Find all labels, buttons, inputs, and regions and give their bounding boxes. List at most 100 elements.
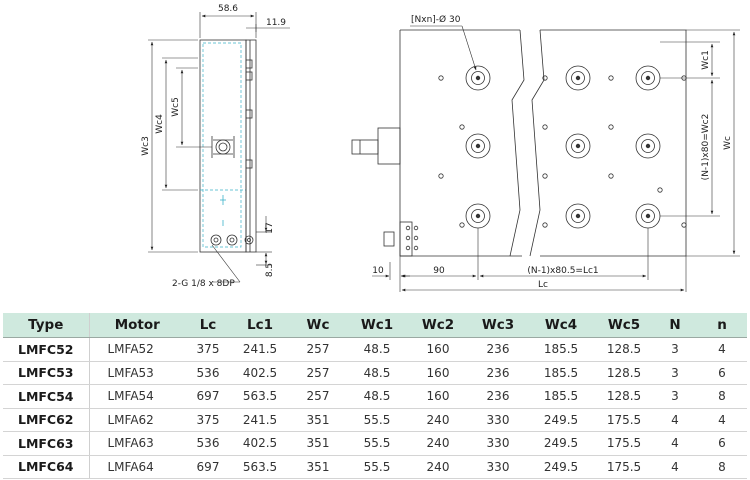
column-header-n: N (653, 313, 697, 338)
value-cell: 240 (407, 455, 469, 479)
hole-r3-c3 (635, 203, 661, 229)
column-header-wc1: Wc1 (347, 313, 407, 338)
side-plate (245, 39, 257, 253)
port-1 (210, 234, 222, 246)
value-cell: 330 (469, 408, 527, 432)
type-cell: LMFC64 (3, 455, 89, 479)
label-wc3: Wc3 (141, 136, 151, 156)
label-wc: Wc (723, 136, 733, 150)
value-cell: 55.5 (347, 455, 407, 479)
column-header-wc: Wc (289, 313, 347, 338)
value-cell: 563.5 (231, 384, 289, 409)
column-header-wc4: Wc4 (527, 313, 595, 338)
value-cell: 257 (289, 337, 347, 362)
value-cell: 6 (697, 361, 747, 385)
value-cell: 536 (185, 431, 231, 456)
value-cell: 185.5 (527, 384, 595, 409)
top-plate-outline (400, 29, 687, 257)
motor-cell: LMFA53 (88, 361, 185, 385)
value-cell: 330 (469, 455, 527, 479)
value-cell: 257 (289, 361, 347, 385)
type-cell: LMFC53 (3, 361, 89, 385)
dim-8-5: 8.5 (265, 263, 275, 277)
hole-r1-c3 (635, 65, 661, 91)
type-cell: LMFC63 (3, 431, 89, 456)
value-cell: 4 (697, 337, 747, 362)
dim-90: 90 (433, 266, 445, 276)
value-cell: 249.5 (527, 455, 595, 479)
value-cell: 3 (653, 384, 697, 409)
value-cell: 697 (185, 384, 231, 409)
value-cell: 402.5 (231, 361, 289, 385)
value-cell: 236 (469, 337, 527, 362)
value-cell: 236 (469, 361, 527, 385)
value-cell: 48.5 (347, 337, 407, 362)
value-cell: 3 (653, 361, 697, 385)
value-cell: 4 (653, 408, 697, 432)
side-dimensions (148, 12, 290, 283)
value-cell: 175.5 (595, 455, 653, 479)
value-cell: 563.5 (231, 455, 289, 479)
type-cell: LMFC54 (3, 384, 89, 409)
label-lc: Lc (538, 280, 548, 290)
hole-r2-c1 (465, 133, 491, 159)
value-cell: 249.5 (527, 408, 595, 432)
motor-cell: LMFA54 (88, 384, 185, 409)
value-cell: 241.5 (231, 337, 289, 362)
value-cell: 351 (289, 408, 347, 432)
hole-r3-c1 (465, 203, 491, 229)
value-cell: 4 (653, 431, 697, 456)
value-cell: 6 (697, 431, 747, 456)
column-header-type: Type (3, 313, 89, 338)
value-cell: 8 (697, 384, 747, 409)
top-dimensions (372, 25, 740, 292)
value-cell: 240 (407, 408, 469, 432)
value-cell: 128.5 (595, 384, 653, 409)
value-cell: 160 (407, 337, 469, 362)
dim-10: 10 (372, 266, 384, 276)
value-cell: 160 (407, 361, 469, 385)
value-cell: 4 (653, 455, 697, 479)
hole-r1-c2 (565, 65, 591, 91)
value-cell: 175.5 (595, 431, 653, 456)
label-wc5: Wc5 (171, 97, 181, 117)
value-cell: 241.5 (231, 408, 289, 432)
value-cell: 128.5 (595, 337, 653, 362)
value-cell: 55.5 (347, 408, 407, 432)
value-cell: 48.5 (347, 384, 407, 409)
port-note: 2-G 1/8 x 8DP (172, 279, 235, 289)
top-view (351, 29, 687, 257)
hole-r3-c2 (565, 203, 591, 229)
technical-drawing: 58.6 11.9 Wc3 Wc4 Wc5 17 8.5 2-G 1/8 x 8… (141, 4, 740, 292)
dim-17: 17 (265, 222, 275, 233)
value-cell: 375 (185, 408, 231, 432)
value-cell: 8 (697, 455, 747, 479)
value-cell: 697 (185, 455, 231, 479)
value-cell: 351 (289, 431, 347, 456)
value-cell: 257 (289, 384, 347, 409)
break-line-right (529, 29, 545, 257)
value-cell: 48.5 (347, 361, 407, 385)
small-screws (405, 75, 687, 251)
value-cell: 536 (185, 361, 231, 385)
label-wc2: (N-1)x80=Wc2 (701, 114, 711, 181)
value-cell: 3 (653, 337, 697, 362)
dim-58-6: 58.6 (218, 4, 238, 14)
value-cell: 240 (407, 431, 469, 456)
side-inner-contour (202, 42, 242, 248)
type-cell: LMFC62 (3, 408, 89, 432)
dim-11-9: 11.9 (266, 18, 286, 28)
label-wc4: Wc4 (155, 114, 165, 134)
top-labels: [Nxn]-Ø 30 Wc1 (N-1)x80=Wc2 Wc 10 90 (N-… (372, 14, 733, 290)
value-cell: 236 (469, 384, 527, 409)
